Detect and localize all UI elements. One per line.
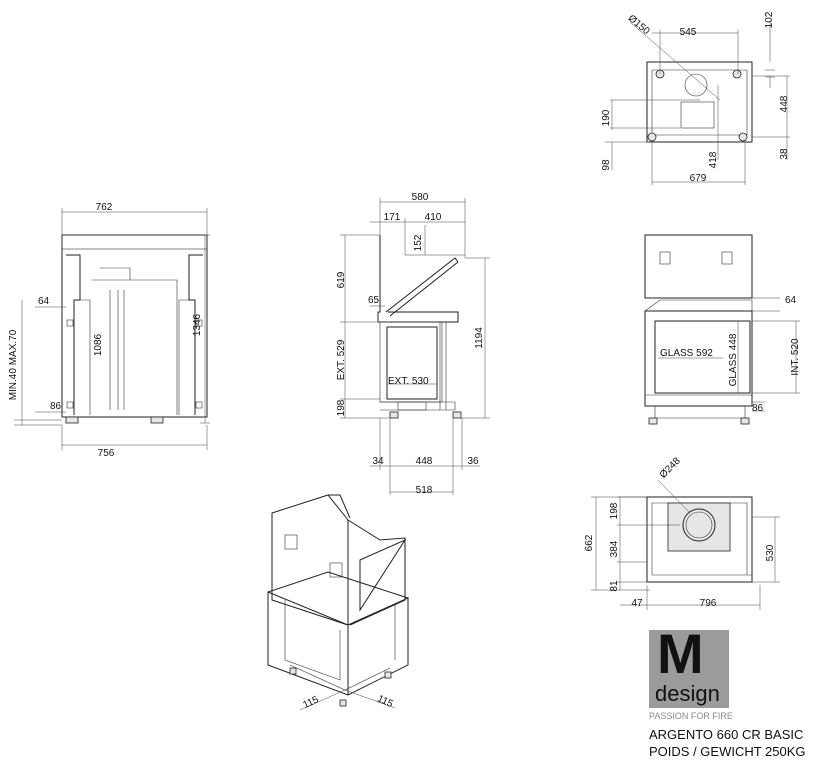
dim-65: 65 [368, 295, 380, 306]
dim-410: 410 [425, 212, 442, 223]
model-name: ARGENTO 660 CR BASIC [649, 727, 804, 742]
dim-1086: 1086 [93, 333, 104, 356]
dim-flue-150: Ø150 [626, 13, 652, 37]
dim-448-top: 448 [779, 95, 790, 112]
dim-198-plan: 198 [609, 502, 620, 519]
dim-81: 81 [609, 580, 620, 592]
dim-518: 518 [416, 485, 433, 496]
dim-152: 152 [413, 234, 424, 251]
dim-glass-592: GLASS 592 [660, 348, 713, 359]
dim-1194: 1194 [474, 327, 485, 349]
dim-190: 190 [601, 109, 612, 126]
dim-47: 47 [631, 598, 643, 609]
dim-580: 580 [412, 192, 429, 203]
brand-tagline: PASSION FOR FIRE [649, 711, 733, 721]
dim-ext-529: EXT. 529 [336, 339, 347, 380]
isometric-view: 115 115 [266, 494, 410, 711]
dim-36: 36 [467, 456, 479, 467]
dim-64: 64 [38, 296, 50, 307]
dim-38: 38 [779, 148, 790, 160]
dim-glass-448: GLASS 448 [728, 333, 739, 386]
dim-98: 98 [601, 159, 612, 171]
dim-64-right: 64 [785, 295, 797, 306]
logo-letter: M [657, 622, 704, 685]
dim-leg-adjust: MIN.40 MAX.70 [8, 329, 19, 400]
dim-662: 662 [584, 534, 595, 551]
front-view-right: 64 GLASS 592 GLASS 448 INT. 520 86 [644, 234, 801, 425]
dim-ext-530: EXT. 530 [388, 376, 429, 387]
front-view-left: 762 756 1346 1086 MIN.40 MAX.70 64 86 [8, 202, 210, 459]
mdesign-logo: M design [649, 626, 729, 708]
dim-418: 418 [708, 151, 719, 168]
side-view: 580 171 410 152 619 65 EXT. 529 EXT. 530… [336, 192, 490, 496]
dim-198: 198 [336, 399, 347, 416]
dim-756: 756 [98, 448, 115, 459]
dim-679: 679 [690, 173, 707, 184]
dim-171: 171 [384, 212, 401, 223]
dim-115-a: 115 [301, 694, 320, 711]
dim-530: 530 [765, 544, 776, 561]
dim-762: 762 [96, 202, 113, 213]
dim-86: 86 [50, 401, 62, 412]
dim-102: 102 [764, 11, 775, 28]
top-view: 545 102 Ø150 448 190 418 38 98 679 [601, 11, 790, 185]
dim-545: 545 [680, 27, 697, 38]
dim-86-right: 86 [752, 403, 764, 414]
dim-115-b: 115 [376, 693, 395, 710]
dim-384: 384 [609, 540, 620, 557]
weight-label: POIDS / GEWICHT 250KG [649, 744, 806, 759]
dim-619: 619 [336, 271, 347, 288]
dim-448: 448 [416, 456, 433, 467]
dim-int-520: INT. 520 [790, 338, 801, 376]
dim-1346: 1346 [192, 313, 203, 336]
dim-34: 34 [372, 456, 384, 467]
plan-view: Ø248 198 662 384 530 81 47 796 [584, 455, 780, 610]
dim-flue-248: Ø248 [658, 455, 683, 480]
dim-796: 796 [700, 598, 717, 609]
logo-word: design [655, 681, 720, 706]
